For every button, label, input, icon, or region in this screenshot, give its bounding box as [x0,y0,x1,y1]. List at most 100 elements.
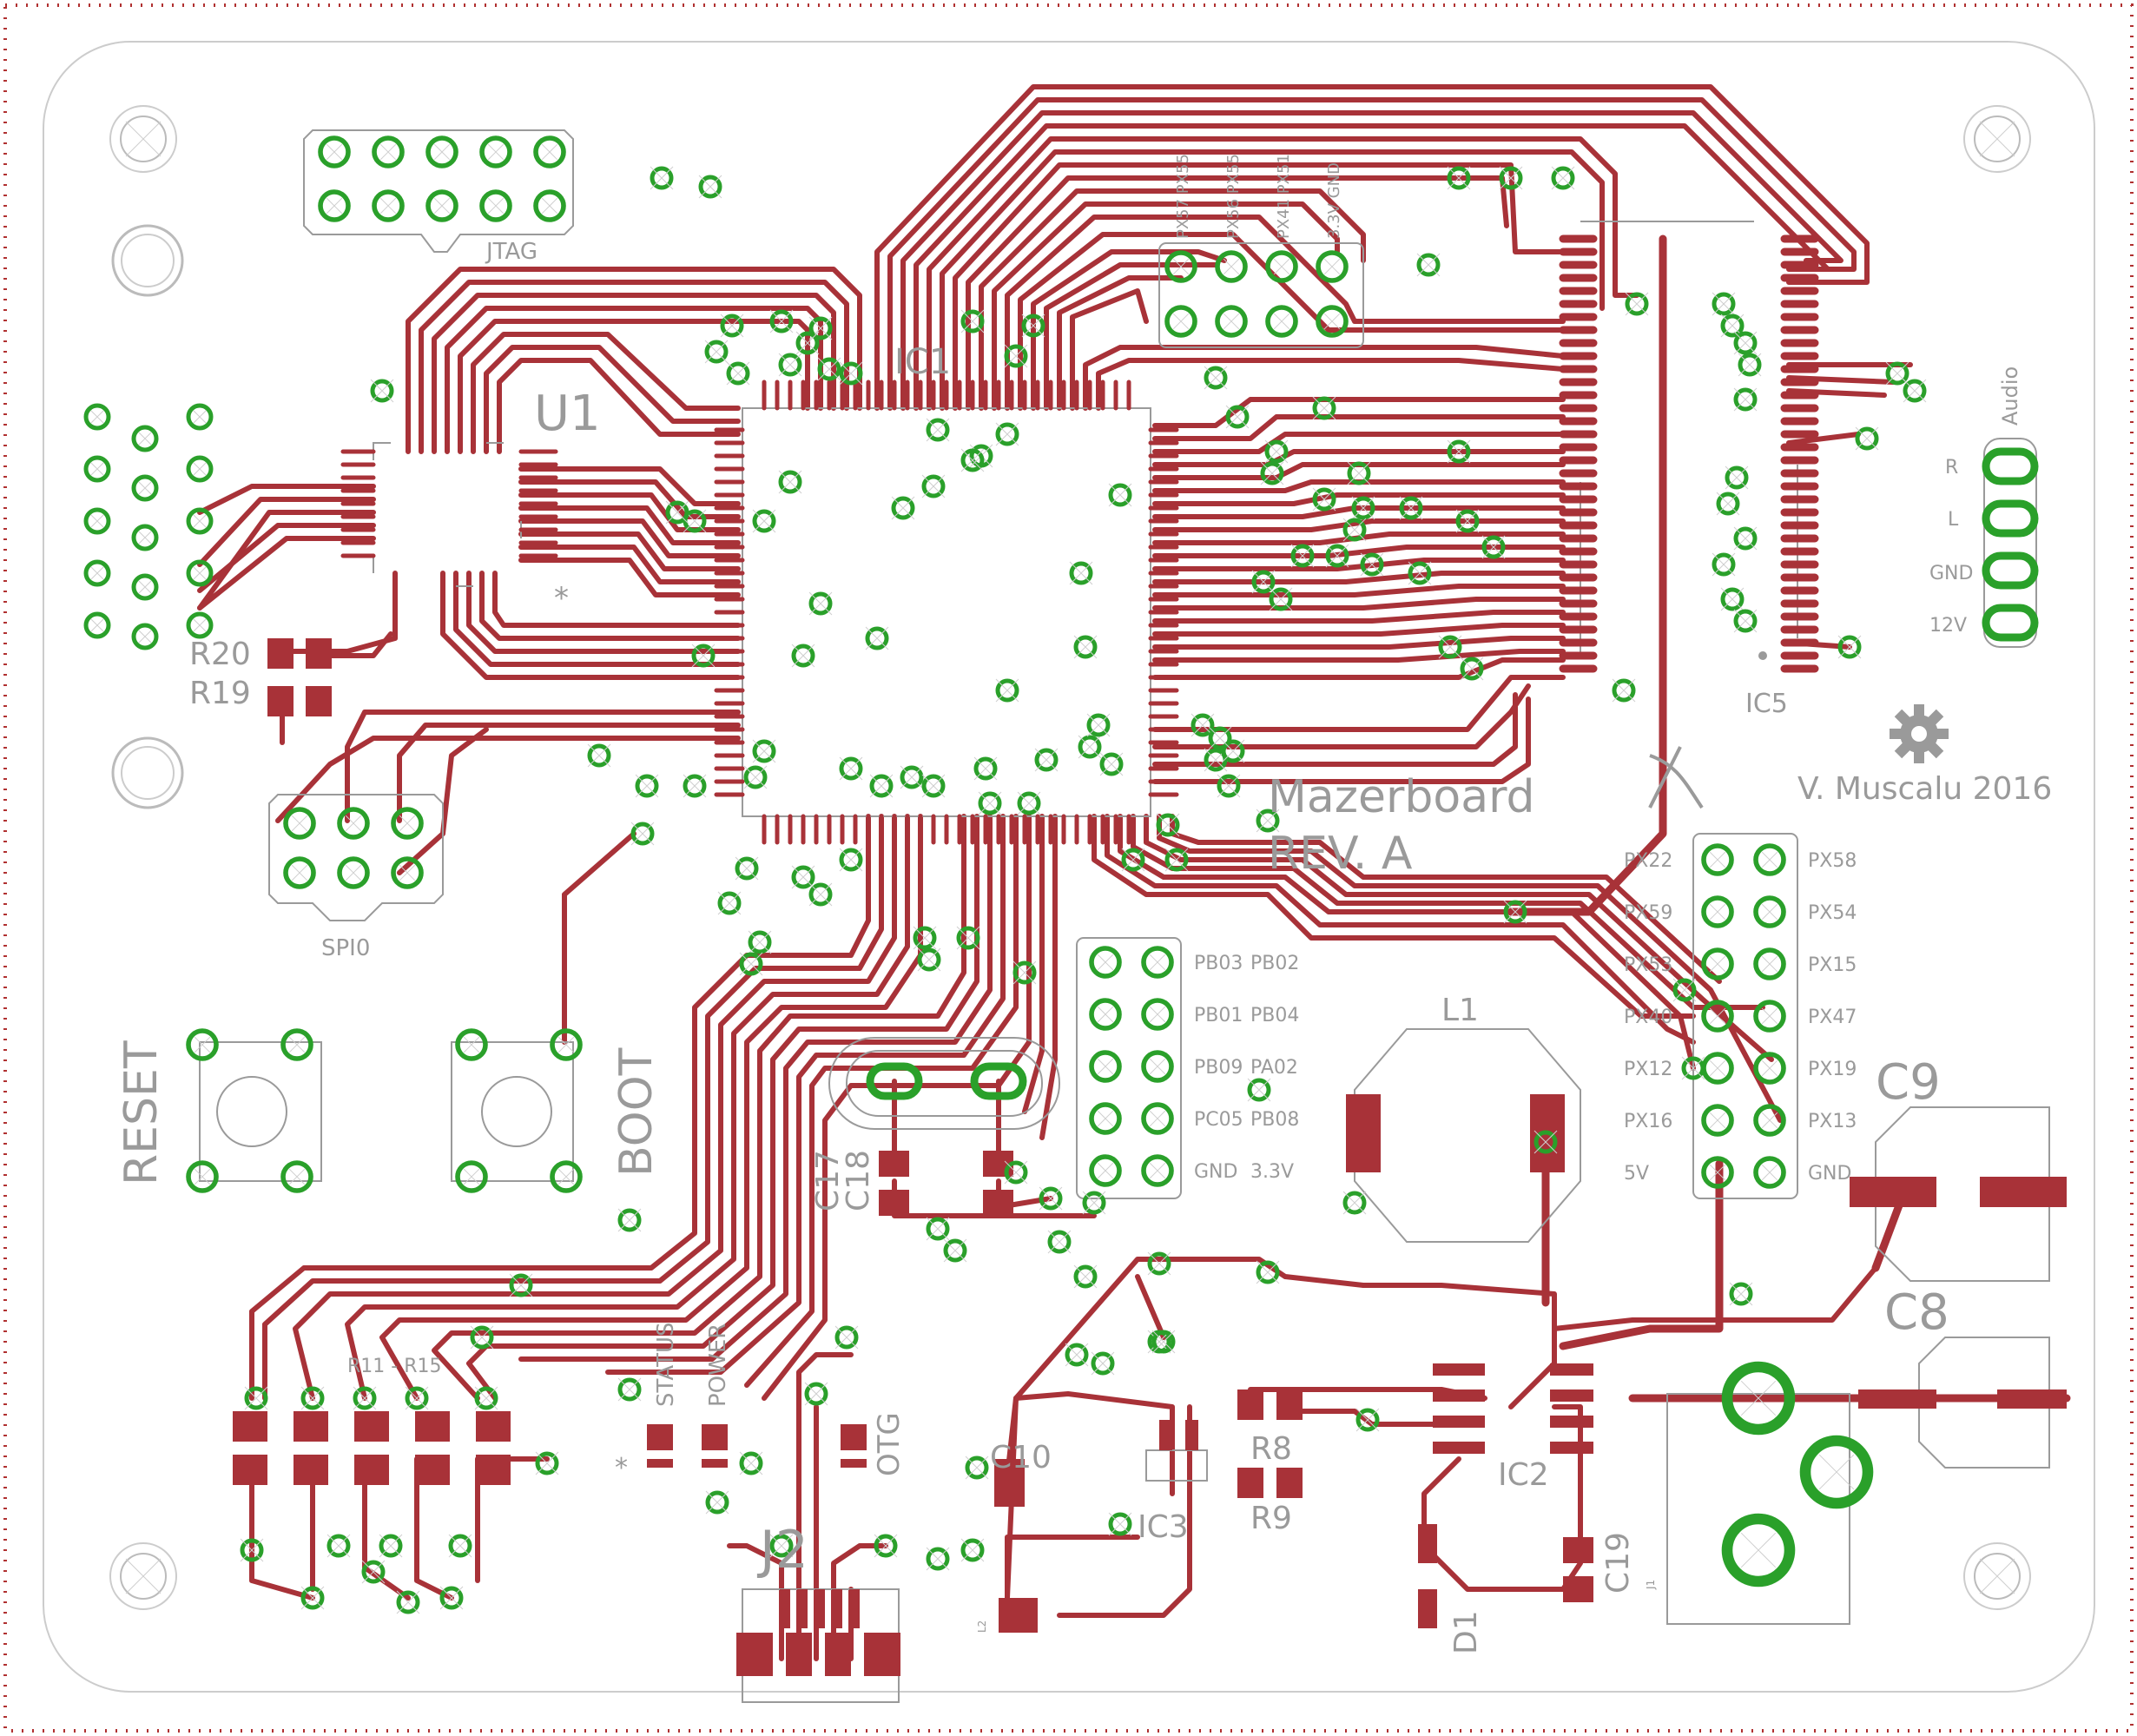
pb-header-label: PA02 [1250,1057,1298,1079]
via [717,891,742,915]
via [1147,1251,1171,1276]
left-header-pin [83,455,111,483]
via [874,1534,898,1558]
pb-header-pin [1089,946,1122,979]
spi0-pin [391,856,424,889]
barrel-jack-pin [1799,1435,1874,1509]
via [1256,1260,1280,1284]
via [1290,544,1315,568]
via [587,743,611,768]
via [370,379,394,403]
top-header-pin [1316,250,1349,283]
jtag-pin [372,189,405,222]
via [1017,791,1041,815]
left-header-pin [131,573,159,601]
boot-button-pin [550,1160,583,1193]
via [244,1386,268,1410]
via [1342,1191,1367,1215]
via [1720,587,1745,611]
via [650,166,674,190]
c8-outline [1918,1337,2050,1469]
px-header-label-right: PX54 [1808,902,1857,924]
pb-header-pin [1141,1154,1174,1187]
board-title: Mazerboard [1268,771,1535,823]
px-header-label-left: PX22 [1624,850,1672,872]
via [1325,544,1349,568]
left-header-pin [131,623,159,650]
via [735,856,759,881]
boot-button-outline [451,1041,574,1182]
via [1012,960,1037,985]
via [778,353,802,377]
px-header-pin [1701,1104,1734,1137]
via [1073,635,1098,659]
pb-header-pin [1141,998,1174,1031]
via [691,644,716,668]
reset-button-pin [186,1160,219,1193]
via [869,774,894,798]
px-header-label-right: PX13 [1808,1111,1857,1132]
top-header-pin [1316,305,1349,338]
px-header-label-left: PX59 [1624,902,1672,924]
top-header-pin [1164,305,1197,338]
via [1247,1078,1271,1102]
via [726,361,750,386]
via [960,1538,985,1562]
left-header-pin [83,559,111,587]
via [1855,426,1879,451]
via [1256,809,1280,833]
via [1447,439,1471,464]
via [1156,813,1180,837]
pb-header-pin [1141,946,1174,979]
via [926,418,950,442]
via [1672,978,1697,1002]
via [617,1377,642,1402]
via [1164,848,1189,872]
via [300,1586,325,1610]
c9-outline [1875,1106,2050,1282]
spi0-pin [337,856,370,889]
jtag-pin [533,189,566,222]
via [1681,1056,1705,1080]
via [1082,1191,1106,1215]
via [1039,1186,1063,1211]
audio-pin-l: L [1948,509,1959,531]
via [1021,314,1045,338]
via [769,309,794,333]
via [1351,496,1375,520]
via [1312,396,1336,420]
label-reset: RESET [115,1040,168,1185]
pb-header-label: PB08 [1250,1109,1299,1131]
pb-header-label: PB09 [1194,1057,1243,1079]
label-otg: OTG [872,1412,907,1476]
jtag-pin [318,135,351,168]
pb-header-pin [1089,1050,1122,1083]
via [1099,752,1124,776]
via [804,1382,828,1406]
silkscreen [199,129,2050,1703]
via [1204,366,1228,390]
px-header-pin [1701,895,1734,928]
via [1499,166,1523,190]
via [1264,439,1289,464]
vias [240,166,1927,1614]
left-header-pin [186,403,214,431]
via [752,509,776,533]
via [1047,1230,1072,1254]
via [1225,405,1250,429]
label-c17: C17 [810,1150,846,1211]
via [1004,1160,1028,1185]
boot-button-pin [550,1028,583,1061]
via [1408,561,1432,585]
left-header-pin [131,524,159,551]
label-boot: BOOT [610,1047,663,1177]
via [1903,379,1927,403]
via [1091,1351,1115,1376]
spi0-pin [391,807,424,840]
label-r9: R9 [1250,1501,1292,1536]
via [748,930,772,954]
label-status: STATUS [653,1322,679,1407]
label-r20: R20 [189,637,251,672]
via [791,644,815,668]
px-header-label-left: PX12 [1624,1059,1672,1080]
